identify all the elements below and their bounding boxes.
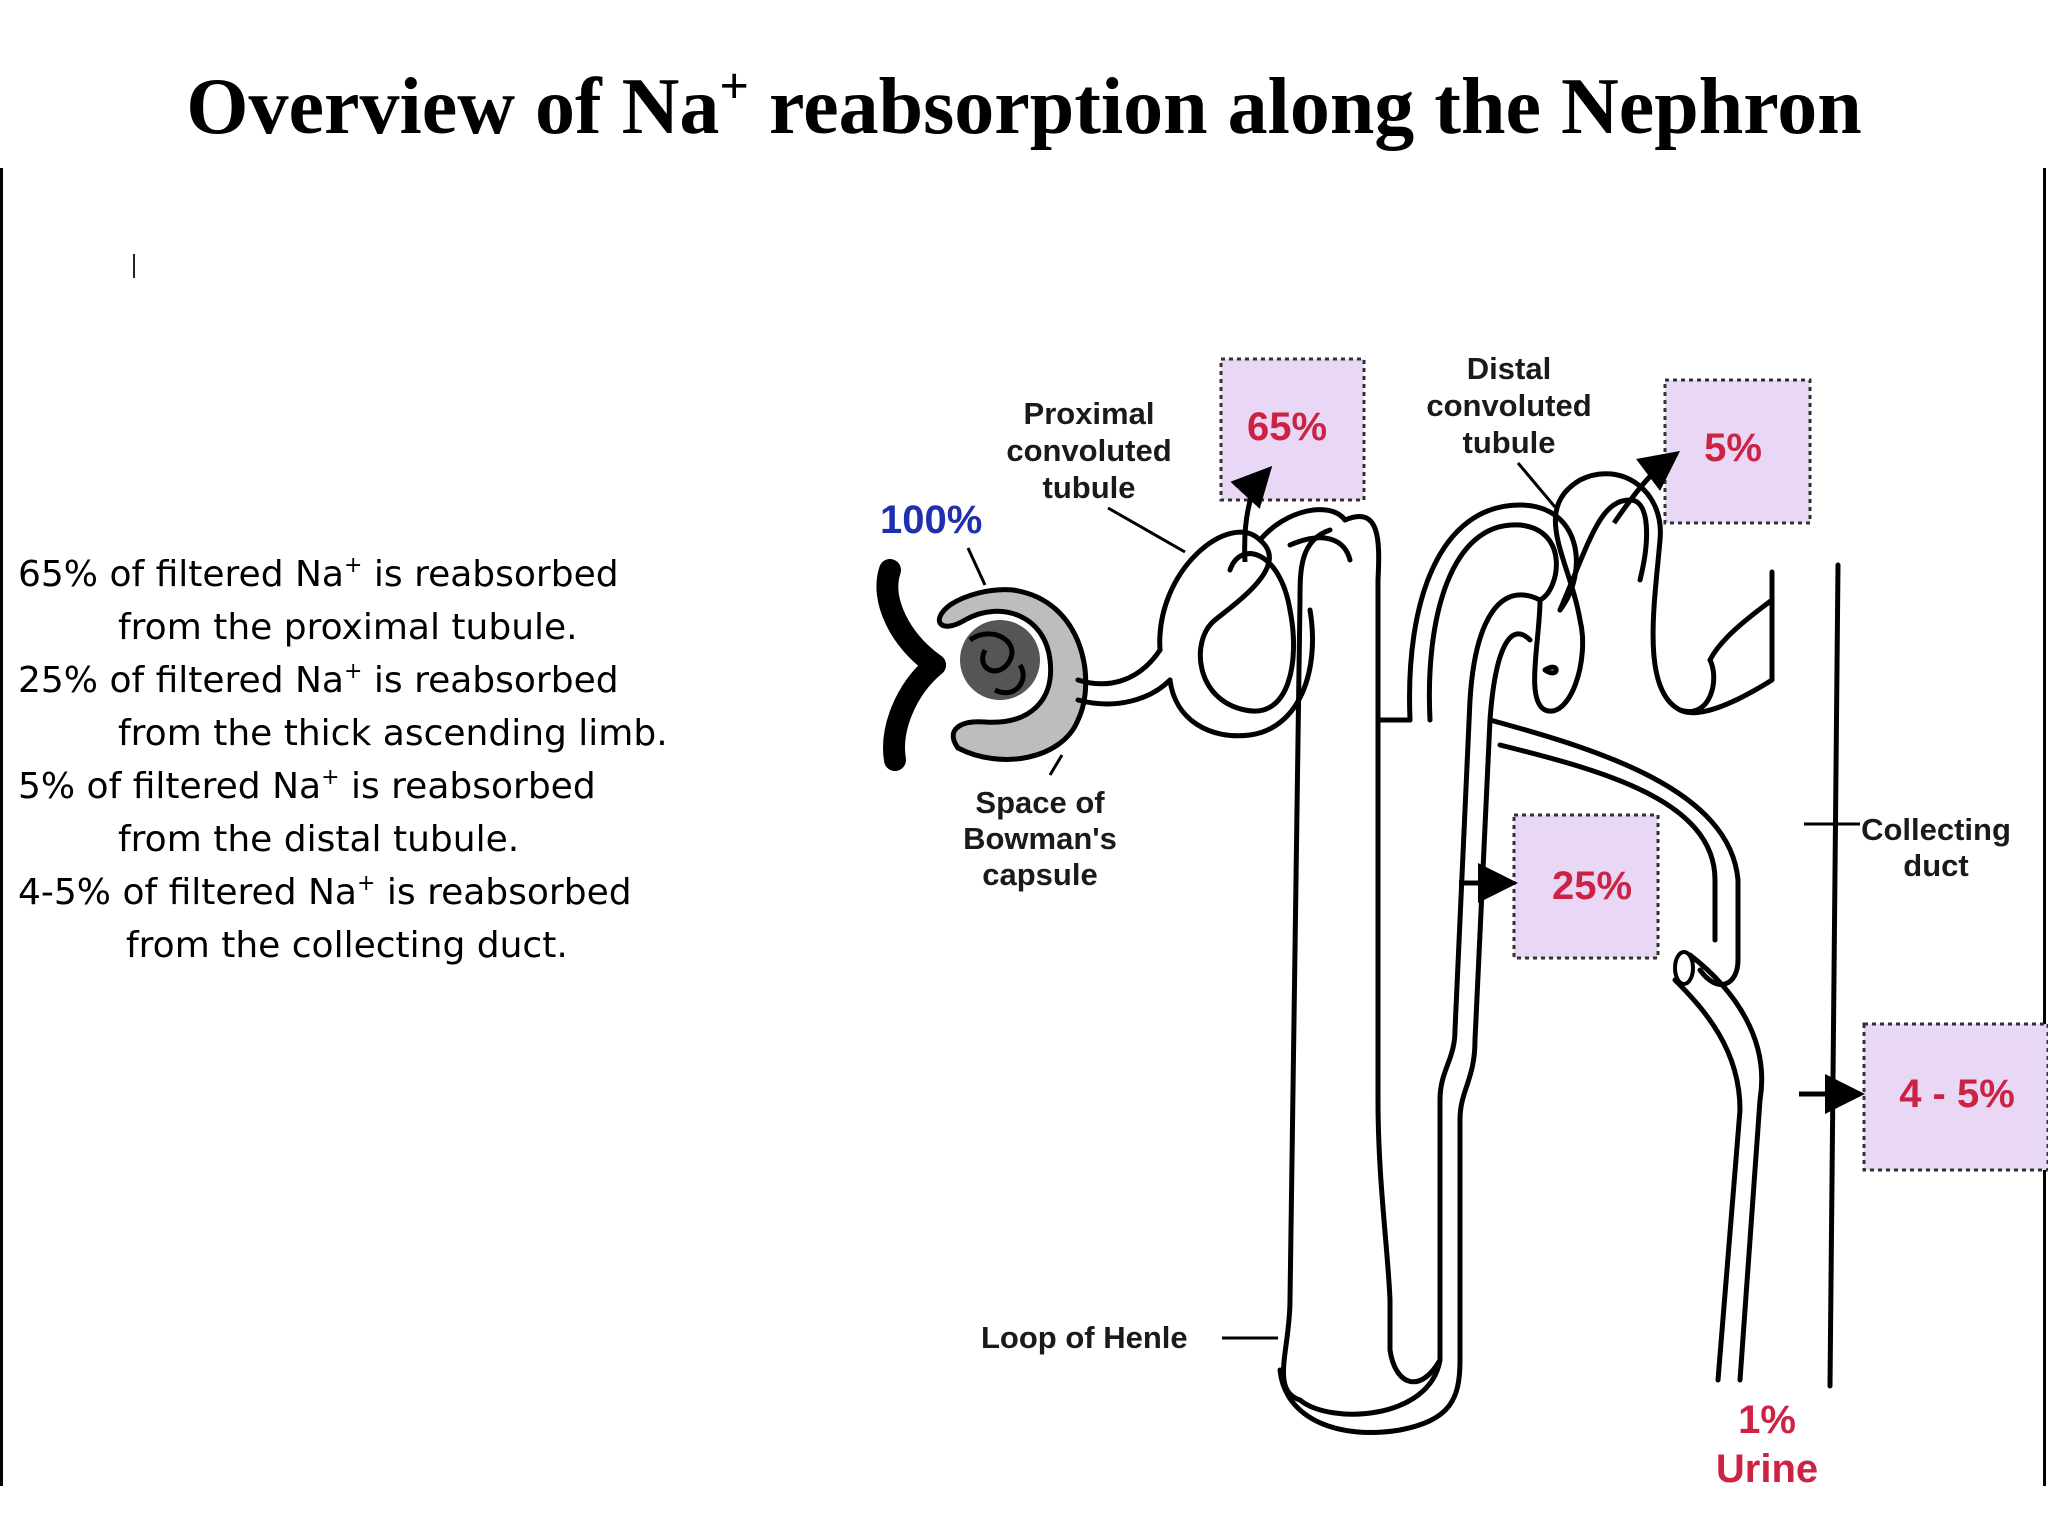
pct-collecting: 4 - 5% [1899, 1072, 2015, 1116]
connecting-tubule [1487, 569, 1775, 987]
note-text: 65% of filtered Na [18, 554, 344, 595]
collecting-duct-line [1827, 562, 1841, 1389]
note-text: 5% of filtered Na [18, 766, 322, 807]
pct-distal: 5% [1704, 426, 1762, 470]
note-proximal-cont: from the proximal tubule. [118, 607, 578, 648]
leader-distal [1516, 462, 1557, 508]
frame-right-border [2043, 168, 2046, 1486]
note-proximal: 65% of filtered Na+ is reabsorbed [18, 548, 778, 601]
pct-thick-ascending: 25% [1552, 864, 1632, 908]
leader-proximal [1107, 506, 1186, 554]
note-text: is reabsorbed [339, 766, 596, 807]
note-distal: 5% of filtered Na+ is reabsorbed [18, 760, 778, 813]
descending-limb [1280, 514, 1393, 1403]
note-thick-ascending-cont: from the thick ascending limb. [118, 713, 668, 754]
label-distal-1: Distal [1467, 351, 1551, 386]
box-distal [1663, 378, 1812, 525]
label-proximal-1: Proximal [1024, 396, 1155, 431]
label-bowman-2: Bowman's [963, 821, 1117, 856]
label-proximal-2: convoluted [1006, 433, 1171, 468]
note-sup: + [356, 871, 376, 896]
box-collecting [1862, 1022, 2048, 1172]
ascending-hairpin [1426, 522, 1559, 723]
capsule-neck [1075, 647, 1163, 687]
page-title: Overview of Na+ reabsorption along the N… [0, 61, 2048, 153]
title-suffix: reabsorption along the Nephron [749, 63, 1862, 151]
label-distal-3: tubule [1463, 425, 1556, 460]
label-distal-2: convoluted [1426, 388, 1591, 423]
leader-filtered [966, 547, 987, 586]
note-text: is reabsorbed [362, 660, 619, 701]
note-sup: + [344, 659, 363, 684]
urine-label: Urine [1716, 1447, 1818, 1491]
label-collecting-1: Collecting [1861, 812, 2011, 847]
note-thick-ascending: 25% of filtered Na+ is reabsorbed [18, 654, 778, 707]
pct-filtered: 100% [880, 498, 982, 542]
note-collecting: 4-5% of filtered Na+ is reabsorbed [18, 866, 778, 919]
loop-bottom-outer2 [1277, 1357, 1463, 1435]
note-distal-cont: from the distal tubule. [118, 819, 520, 860]
note-collecting-cont: from the collecting duct. [126, 925, 568, 966]
frame-left-border [0, 168, 3, 1486]
note-text: 4-5% of filtered Na [18, 872, 357, 913]
title-main: Overview of Na [186, 63, 720, 151]
label-collecting-2: duct [1903, 848, 1968, 883]
label-bowman-1: Space of [975, 785, 1105, 820]
loop-bottom-inner [1387, 1347, 1443, 1385]
note-sup: + [321, 765, 340, 790]
title-superscript: + [719, 58, 750, 115]
loop-bottom-outer [1297, 1357, 1443, 1417]
note-text: is reabsorbed [375, 872, 632, 913]
box-thick-ascending [1512, 813, 1660, 960]
note-text: is reabsorbed [362, 554, 619, 595]
arrow-distal [1611, 450, 1680, 525]
proximal-convoluted-tubule [1157, 507, 1353, 739]
pct-urine: 1% [1738, 1398, 1796, 1442]
leader-bowman [1048, 754, 1064, 776]
note-text: 25% of filtered Na [18, 660, 344, 701]
lower-tubule [1672, 950, 1765, 1383]
pct-proximal: 65% [1247, 405, 1327, 449]
arrow-proximal [1230, 465, 1273, 563]
label-bowman-3: capsule [982, 857, 1097, 892]
label-proximal-3: tubule [1043, 470, 1136, 505]
stray-mark [133, 254, 135, 278]
reabsorption-notes: 65% of filtered Na+ is reabsorbed from t… [18, 548, 778, 972]
capsule-neck-inner [1075, 677, 1173, 707]
label-loop-of-henle: Loop of Henle [981, 1320, 1188, 1355]
note-sup: + [344, 553, 363, 578]
bowmans-capsule [876, 559, 1173, 771]
